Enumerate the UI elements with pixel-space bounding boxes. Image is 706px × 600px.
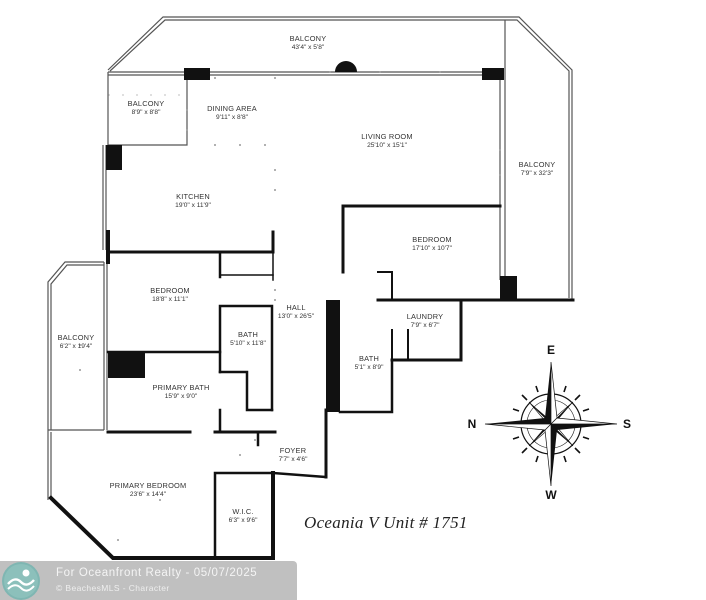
room-dims: 7'9" x 32'3" (521, 170, 554, 177)
room-name: KITCHEN (176, 192, 210, 201)
room-name: LIVING ROOM (361, 132, 412, 141)
room-dims: 6'3" x 9'6" (229, 517, 258, 524)
compass-north-label: N (468, 417, 477, 431)
room-name: BEDROOM (150, 286, 190, 295)
room-name: BALCONY (128, 99, 165, 108)
room-name: PRIMARY BATH (152, 383, 209, 392)
room-name: DINING AREA (207, 104, 257, 113)
watermark-line2: © BeachesMLS - Character (56, 583, 170, 593)
room-dims: 6'2" x 19'4" (60, 343, 93, 350)
unit-caption: Oceania V Unit # 1751 (304, 513, 468, 532)
room-name: PRIMARY BEDROOM (110, 481, 187, 490)
watermark-line1: For Oceanfront Realty - 05/07/2025 (56, 567, 258, 579)
room-dims: 5'10" x 11'8" (230, 340, 266, 347)
window-frames (47, 71, 501, 500)
compass-rose: E W N S (468, 343, 631, 502)
room-name: FOYER (280, 446, 306, 455)
compass-east-label: E (547, 343, 555, 357)
room-name: HALL (286, 303, 305, 312)
room-name: BATH (238, 330, 258, 339)
room-dims: 7'9" x 6'7" (411, 322, 440, 329)
beaches-mls-logo-icon (2, 562, 40, 600)
room-name: BATH (359, 354, 379, 363)
room-labels: BALCONY 43'4" x 5'8" BALCONY 8'9" x 8'8"… (58, 34, 556, 524)
room-name: LAUNDRY (407, 312, 444, 321)
room-name: BALCONY (519, 160, 556, 169)
room-dims: 7'7" x 4'6" (279, 456, 308, 463)
room-dims: 18'8" x 11'1" (152, 296, 188, 303)
room-name: W.I.C. (232, 507, 253, 516)
compass-west-label: W (545, 488, 557, 502)
room-name: BALCONY (58, 333, 95, 342)
room-dims: 15'9" x 9'0" (165, 393, 198, 400)
floor-dots (79, 71, 501, 541)
room-name: BEDROOM (412, 235, 452, 244)
mls-watermark: For Oceanfront Realty - 05/07/2025 © Bea… (0, 561, 297, 600)
room-name: BALCONY (290, 34, 327, 43)
room-dims: 17'10" x 10'7" (412, 245, 452, 252)
room-dims: 13'0" x 26'5" (278, 313, 315, 320)
walls (48, 61, 575, 560)
room-dims: 25'10" x 15'1" (367, 142, 407, 149)
room-dims: 19'0" x 11'9" (175, 202, 211, 209)
compass-south-label: S (623, 417, 631, 431)
room-dims: 8'9" x 8'8" (132, 109, 161, 116)
room-dims: 9'11" x 8'8" (216, 114, 249, 121)
room-dims: 43'4" x 5'8" (292, 44, 325, 51)
room-dims: 5'1" x 8'9" (355, 364, 384, 371)
room-dims: 23'6" x 14'4" (130, 491, 167, 498)
balcony-outlines (47, 16, 573, 432)
